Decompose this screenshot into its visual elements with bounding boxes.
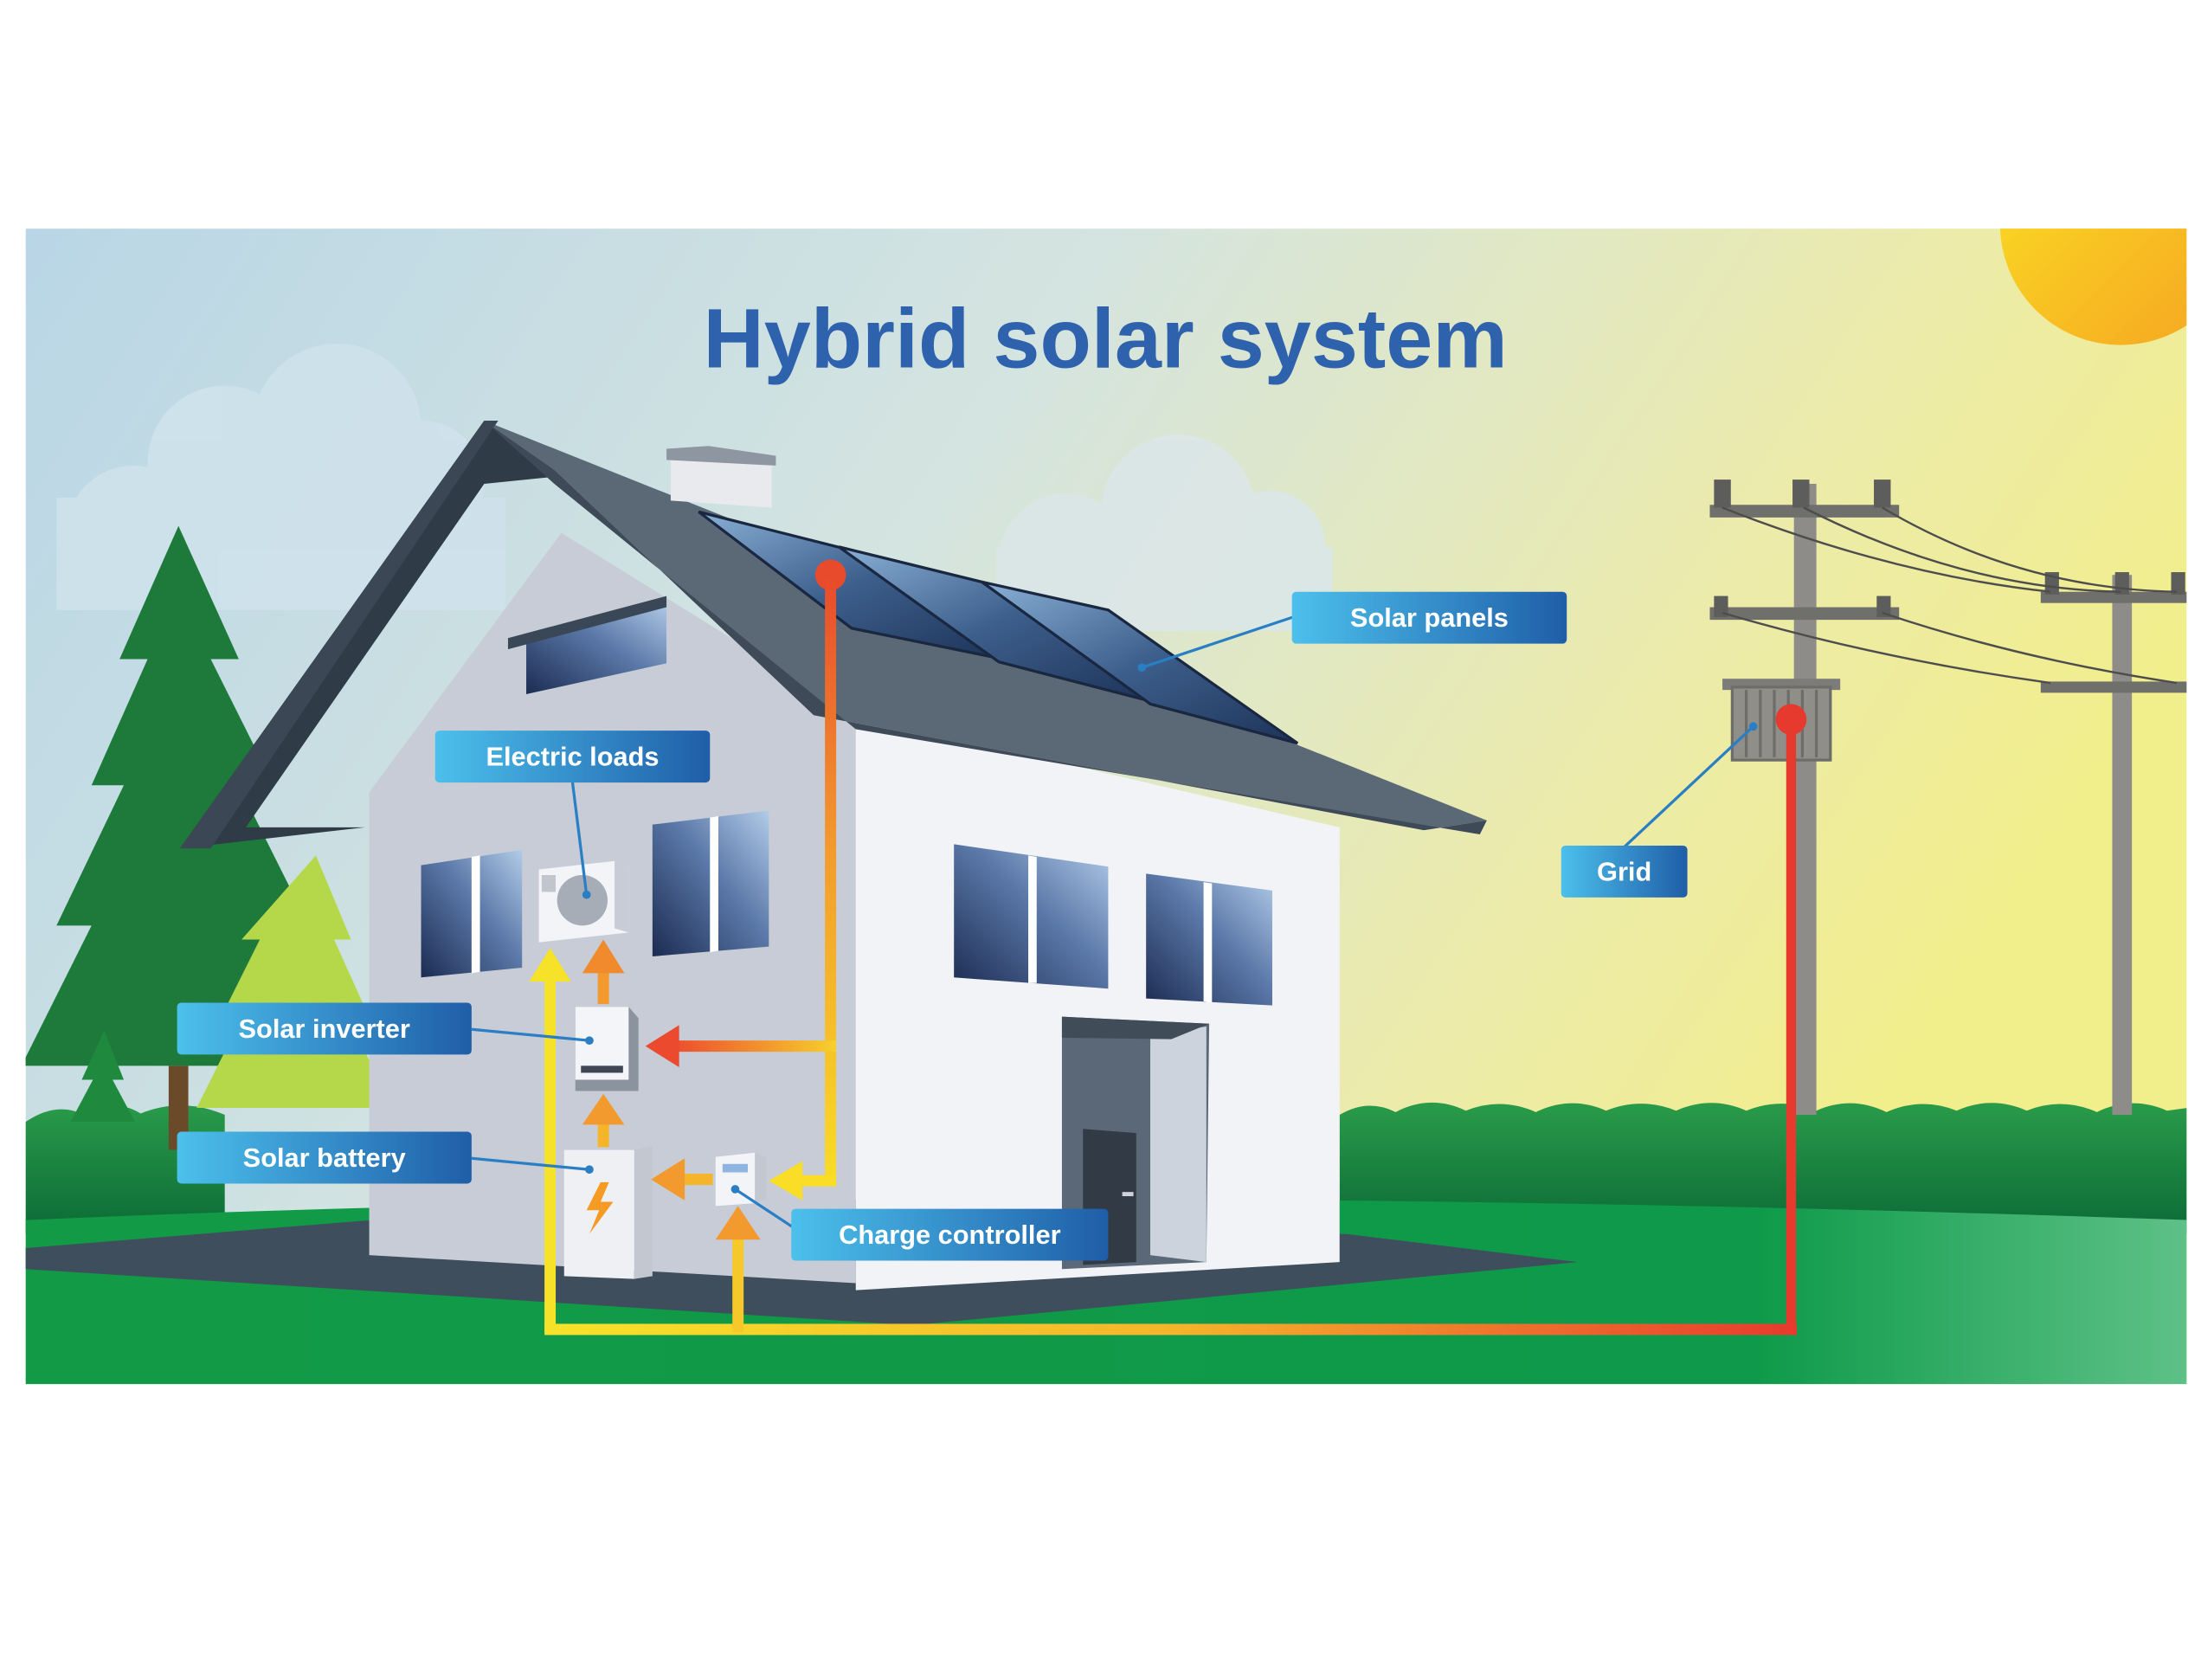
leader-lines [471, 615, 1754, 1229]
bottom-flow-line [544, 1323, 1797, 1336]
attic-window [526, 600, 667, 694]
label-charge-controller: Charge controller [791, 1208, 1109, 1261]
label-grid-text: Grid [1597, 856, 1651, 886]
label-electric-loads: Electric loads [434, 731, 711, 783]
lightning-bolt-icon [586, 1181, 614, 1234]
sun-icon [1999, 229, 2187, 345]
chimney [670, 451, 772, 508]
bush-row [25, 1102, 2187, 1234]
label-charge-controller-text: Charge controller [839, 1220, 1060, 1250]
label-grid: Grid [1561, 845, 1688, 898]
label-solar-battery-text: Solar battery [243, 1143, 406, 1173]
charge-controller-device [715, 1152, 767, 1207]
power-lines [1722, 506, 2178, 685]
tree-small [70, 1030, 135, 1123]
diagram-title: Hybrid solar system [704, 291, 1508, 385]
solar-panels [698, 510, 1299, 745]
leader-dots [582, 663, 1758, 1194]
label-electric-loads-text: Electric loads [486, 742, 659, 772]
label-solar-panels-text: Solar panels [1350, 602, 1509, 633]
utility-pole-near [1709, 480, 1900, 1116]
label-solar-inverter-text: Solar inverter [239, 1014, 410, 1044]
label-solar-inverter: Solar inverter [177, 1002, 472, 1055]
air-conditioner-unit [538, 860, 629, 943]
label-solar-panels: Solar panels [1291, 591, 1567, 644]
solar-battery-device [563, 1145, 653, 1279]
grid-connection-point [1775, 704, 1807, 735]
utility-pole-far [2040, 572, 2187, 1116]
roof-dark-ridge [179, 421, 499, 849]
energy-flows [529, 559, 1807, 1336]
label-solar-battery: Solar battery [177, 1131, 472, 1184]
solar-inverter-device [575, 1007, 639, 1091]
